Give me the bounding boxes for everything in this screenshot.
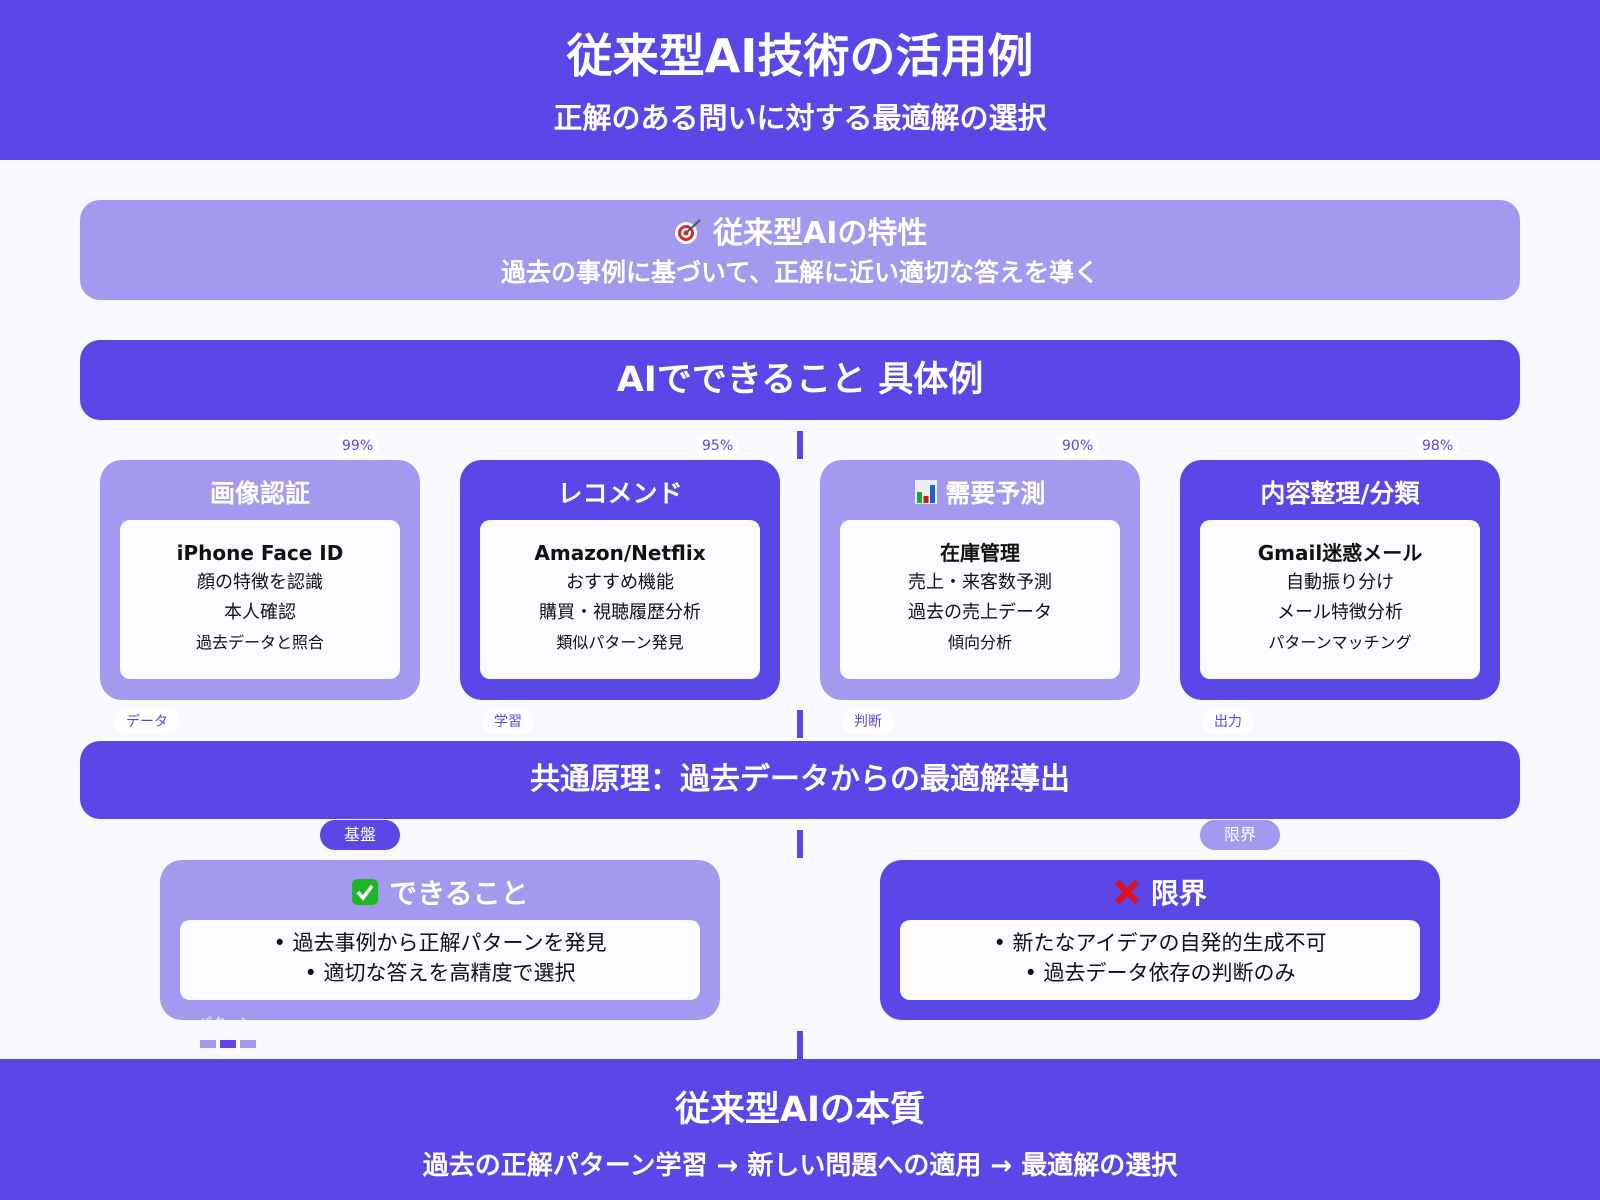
- accuracy-badge: 99%: [336, 434, 380, 458]
- card-title: レコメンド: [557, 479, 683, 508]
- can-do-card: できること • 過去事例から正解パターンを発見 • 適切な答えを高精度で選択: [160, 860, 720, 1020]
- card-line: 傾向分析: [947, 633, 1012, 652]
- card-title: 内容整理/分類: [1260, 479, 1420, 508]
- card-content: 在庫管理 売上・来客数予測 過去の売上データ 傾向分析: [840, 520, 1120, 679]
- accuracy-badge: 90%: [1056, 434, 1100, 458]
- card-content: iPhone Face ID 顔の特徴を認識 本人確認 過去データと照合: [120, 520, 400, 679]
- card-content: Gmail迷惑メール 自動振り分け メール特徴分析 パターンマッチング: [1200, 520, 1480, 679]
- indicator-square: [240, 1040, 256, 1048]
- limit-title: 限界: [880, 872, 1440, 913]
- limit-badge: 限界: [1200, 820, 1280, 850]
- limit-card: 限界 • 新たなアイデアの自発的生成不可 • 過去データ依存の判断のみ: [880, 860, 1440, 1020]
- card-classification: 内容整理/分類 Gmail迷惑メール 自動振り分け メール特徴分析 パターンマッ…: [1180, 460, 1500, 700]
- bar-chart-icon: [914, 480, 937, 510]
- header: 従来型AI技術の活用例 正解のある問いに対する最適解の選択: [0, 0, 1600, 160]
- footer: 従来型AIの本質 過去の正解パターン学習 → 新しい問題への適用 → 最適解の選…: [0, 1059, 1600, 1200]
- card-line: メール特徴分析: [1277, 602, 1403, 623]
- can-do-item: • 適切な答えを高精度で選択: [304, 961, 576, 985]
- flow-label: 判断: [842, 708, 894, 734]
- limit-item: • 新たなアイデアの自発的生成不可: [993, 931, 1327, 955]
- check-mark-icon: [351, 878, 379, 913]
- overflow-label: パターン: [198, 1016, 254, 1032]
- card-line: パターンマッチング: [1268, 633, 1412, 652]
- can-do-title: できること: [160, 872, 720, 913]
- characteristics-text: 過去の事例に基づいて、正解に近い適切な答えを導く: [500, 258, 1099, 287]
- limit-content: • 新たなアイデアの自発的生成不可 • 過去データ依存の判断のみ: [900, 920, 1420, 1000]
- cross-mark-icon: [1113, 878, 1141, 913]
- card-line: おすすめ機能: [566, 572, 674, 593]
- connector-line: [797, 710, 803, 738]
- connector-line: [797, 431, 803, 459]
- card-example: 在庫管理: [940, 541, 1020, 565]
- indicator-square: [200, 1040, 216, 1048]
- connector-line: [797, 1031, 803, 1059]
- limit-title-text: 限界: [1150, 877, 1207, 910]
- flow-label: 出力: [1202, 708, 1254, 734]
- card-line: 過去データと照合: [195, 633, 324, 652]
- common-principle: 共通原理：過去データからの最適解導出: [80, 741, 1520, 819]
- can-do-item: • 過去事例から正解パターンを発見: [273, 931, 607, 955]
- section-title: AIでできること 具体例: [80, 340, 1520, 420]
- indicator-square: [220, 1040, 236, 1048]
- card-line: 過去の売上データ: [908, 602, 1052, 623]
- card-title-text: 需要予測: [945, 479, 1046, 508]
- card-line: 本人確認: [224, 602, 296, 623]
- card-line: 自動振り分け: [1286, 572, 1394, 593]
- card-recommend: レコメンド Amazon/Netflix おすすめ機能 購買・視聴履歴分析 類似…: [460, 460, 780, 700]
- foundation-badge: 基盤: [320, 820, 400, 850]
- flow-label: データ: [114, 708, 180, 734]
- target-icon: [673, 216, 703, 254]
- characteristics-heading: 従来型AIの特性: [80, 208, 1520, 254]
- page-subtitle: 正解のある問いに対する最適解の選択: [553, 101, 1047, 135]
- card-content: Amazon/Netflix おすすめ機能 購買・視聴履歴分析 類似パターン発見: [480, 520, 760, 679]
- card-demand-forecast: 需要予測 在庫管理 売上・来客数予測 過去の売上データ 傾向分析: [820, 460, 1140, 700]
- card-example: Amazon/Netflix: [534, 541, 706, 565]
- characteristics-title: 従来型AIの特性: [713, 216, 928, 251]
- card-line: 売上・来客数予測: [908, 572, 1052, 593]
- footer-text: 過去の正解パターン学習 → 新しい問題への適用 → 最適解の選択: [422, 1151, 1178, 1181]
- characteristics-box: 従来型AIの特性 過去の事例に基づいて、正解に近い適切な答えを導く: [80, 200, 1520, 300]
- can-do-title-text: できること: [389, 877, 529, 910]
- connector-line: [797, 830, 803, 858]
- accuracy-badge: 95%: [696, 434, 740, 458]
- flow-label: 学習: [482, 708, 534, 734]
- card-image-recognition: 画像認証 iPhone Face ID 顔の特徴を認識 本人確認 過去データと照…: [100, 460, 420, 700]
- can-do-content: • 過去事例から正解パターンを発見 • 適切な答えを高精度で選択: [180, 920, 700, 1000]
- page-title: 従来型AI技術の活用例: [566, 29, 1034, 83]
- card-line: 類似パターン発見: [556, 633, 684, 652]
- card-example: iPhone Face ID: [176, 541, 344, 565]
- limit-item: • 過去データ依存の判断のみ: [1024, 961, 1296, 985]
- card-title: 画像認証: [209, 479, 310, 508]
- card-example: Gmail迷惑メール: [1257, 541, 1423, 565]
- card-line: 購買・視聴履歴分析: [539, 602, 701, 623]
- footer-title: 従来型AIの本質: [674, 1090, 926, 1130]
- accuracy-badge: 98%: [1416, 434, 1460, 458]
- card-line: 顔の特徴を認識: [197, 572, 323, 593]
- card-title: 需要予測: [820, 474, 1140, 510]
